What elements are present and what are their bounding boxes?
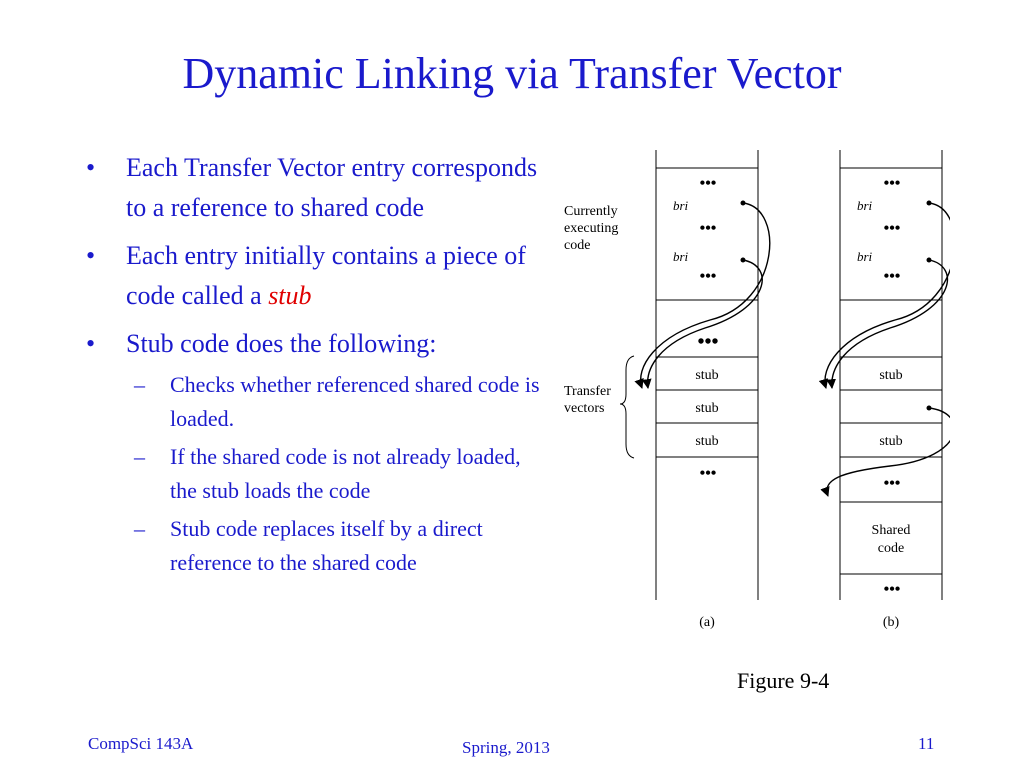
sub-bullet-text: Checks whether referenced shared code is… — [170, 372, 540, 431]
stub-cell: stub — [695, 368, 718, 383]
stub-cell: stub — [879, 434, 902, 449]
ellipsis: ••• — [884, 475, 901, 492]
bullet-marker: • — [86, 241, 96, 270]
ellipsis: ••• — [884, 581, 901, 598]
bullet-list: • Each Transfer Vector entry corresponds… — [86, 148, 546, 588]
ellipsis: ••• — [700, 268, 717, 285]
ellipsis: ••• — [700, 220, 717, 237]
label-executing: executing — [564, 221, 618, 236]
bullet-item: • Each Transfer Vector entry corresponds… — [86, 148, 546, 228]
bri-label: bri — [857, 249, 873, 264]
shared-label: code — [878, 541, 904, 556]
memory-column-b: ••• bri ••• bri ••• stub stub ••• Shared… — [818, 150, 950, 630]
arrow-bri1-to-stub-b — [818, 202, 950, 389]
dash-marker: – — [134, 444, 145, 469]
arrow-stub-to-shared — [820, 407, 950, 497]
memory-column-a: ••• bri ••• bri ••• ••• stub stub stub •… — [634, 150, 771, 630]
ellipsis: ••• — [700, 175, 717, 192]
bri-label: bri — [673, 249, 689, 264]
arrow-bri2-to-stub — [641, 259, 763, 389]
shared-label: Shared — [872, 523, 911, 538]
bullet-text: Stub code does the following: — [126, 329, 437, 358]
bullet-marker: • — [86, 153, 96, 182]
bri-label: bri — [857, 198, 873, 213]
bullet-item: • Stub code does the following: –Checks … — [86, 324, 546, 580]
ellipsis: ••• — [884, 220, 901, 237]
footer-term: Spring, 2013 — [462, 738, 550, 757]
label-transfer: Transfer — [564, 384, 611, 399]
emphasis-stub: stub — [268, 281, 312, 310]
sub-bullet-list: –Checks whether referenced shared code i… — [126, 368, 546, 580]
slide-title: Dynamic Linking via Transfer Vector — [182, 49, 842, 98]
footer-course: CompSci 143A — [88, 734, 194, 753]
stub-cell: stub — [695, 434, 718, 449]
sub-bullet-item: –Stub code replaces itself by a direct r… — [126, 512, 546, 580]
dash-marker: – — [134, 372, 145, 397]
arrow-bri1-to-stub — [634, 202, 771, 389]
sub-bullet-item: –If the shared code is not already loade… — [126, 440, 546, 508]
arrow-bri2-to-stub-b — [826, 259, 948, 389]
bullet-marker: • — [86, 329, 96, 358]
caption-a: (a) — [699, 615, 715, 630]
ellipsis: ••• — [700, 465, 717, 482]
caption-b: (b) — [883, 615, 900, 630]
figure-caption: Figure 9-4 — [737, 668, 830, 693]
dash-marker: – — [134, 516, 145, 541]
label-vectors: vectors — [564, 401, 604, 416]
sub-bullet-text: Stub code replaces itself by a direct re… — [170, 516, 483, 575]
bri-label: bri — [673, 198, 689, 213]
label-currently: Currently — [564, 204, 618, 219]
bullet-text: Each entry initially contains a piece of… — [126, 241, 526, 310]
footer-page-number: 11 — [918, 734, 935, 753]
sub-bullet-text: If the shared code is not already loaded… — [170, 444, 521, 503]
ellipsis: ••• — [697, 331, 718, 353]
ellipsis: ••• — [884, 268, 901, 285]
bullet-text: Each Transfer Vector entry corresponds t… — [126, 153, 538, 222]
transfer-brace — [619, 355, 635, 459]
transfer-vector-diagram: Currently executing code Transfer vector… — [564, 150, 950, 630]
ellipsis: ••• — [884, 175, 901, 192]
bullet-item: • Each entry initially contains a piece … — [86, 236, 546, 316]
label-code: code — [564, 238, 590, 253]
stub-cell: stub — [695, 401, 718, 416]
sub-bullet-item: –Checks whether referenced shared code i… — [126, 368, 546, 436]
stub-cell: stub — [879, 368, 902, 383]
